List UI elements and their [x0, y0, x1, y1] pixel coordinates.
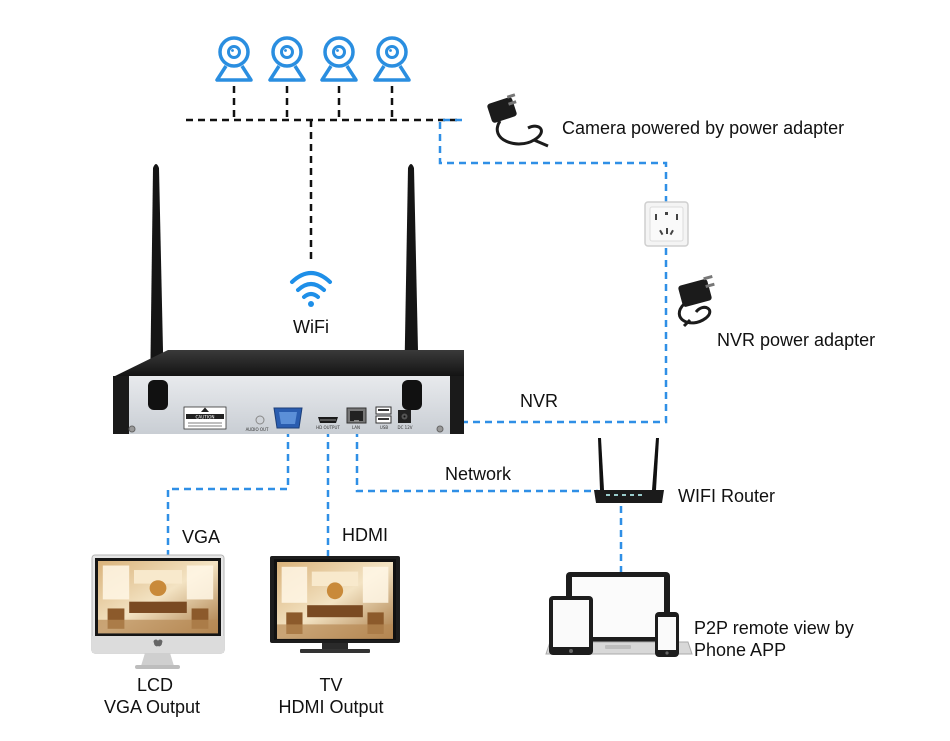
- hdmi-port: [318, 417, 338, 423]
- dc12v-text: DC 12V: [398, 425, 413, 430]
- camera-icon: [373, 36, 411, 82]
- camera-icon: [268, 36, 306, 82]
- camera-bus-lines: [186, 86, 458, 262]
- camera-icon: [320, 36, 358, 82]
- lan-port: [346, 407, 367, 424]
- tv-label-line2: HDMI Output: [278, 697, 384, 717]
- power-adapter-icon: [677, 275, 715, 328]
- wifi-icon: [290, 271, 332, 307]
- lan-text: LAN: [352, 425, 360, 430]
- tv-label-line1: TV: [319, 675, 343, 695]
- camera-power-label: Camera powered by power adapter: [562, 118, 845, 138]
- router-icon: [594, 438, 664, 503]
- wifi-router-label: WIFI Router: [678, 486, 776, 506]
- lcd-monitor-icon: [91, 554, 225, 669]
- wifi-label: WiFi: [293, 317, 329, 337]
- p2p-label-line2: Phone APP: [694, 640, 787, 660]
- audio-out-text: AUDIO OUT: [246, 427, 269, 432]
- network-label: Network: [445, 464, 512, 484]
- caution-label: CAUTION: [183, 406, 227, 430]
- tablet-icon: [549, 596, 593, 655]
- connection-lines: [166, 118, 668, 572]
- nvr-device: CAUTION AUDIO OUT HD OUTPUT LAN: [113, 164, 464, 434]
- lcd-label-line2: VGA Output: [103, 697, 201, 717]
- camera-icon: [215, 36, 253, 82]
- wall-outlet-icon: [644, 201, 689, 247]
- p2p-label-line1: P2P remote view by: [694, 618, 854, 638]
- usb-text: USB: [380, 425, 388, 430]
- vga-label: VGA: [182, 527, 221, 547]
- vga-port: [273, 407, 303, 429]
- usb-ports: [375, 406, 392, 424]
- dc-jack: [398, 410, 411, 423]
- hdmi-label: HDMI: [342, 525, 388, 545]
- nvr-label: NVR: [520, 391, 559, 411]
- tv-monitor-icon: [270, 556, 400, 653]
- lcd-label-line1: LCD: [136, 675, 174, 695]
- phone-icon: [655, 612, 679, 657]
- caution-text: CAUTION: [195, 414, 214, 419]
- hd-output-text: HD OUTPUT: [316, 425, 340, 430]
- nvr-power-label: NVR power adapter: [717, 330, 876, 350]
- power-adapter-icon: [487, 93, 549, 148]
